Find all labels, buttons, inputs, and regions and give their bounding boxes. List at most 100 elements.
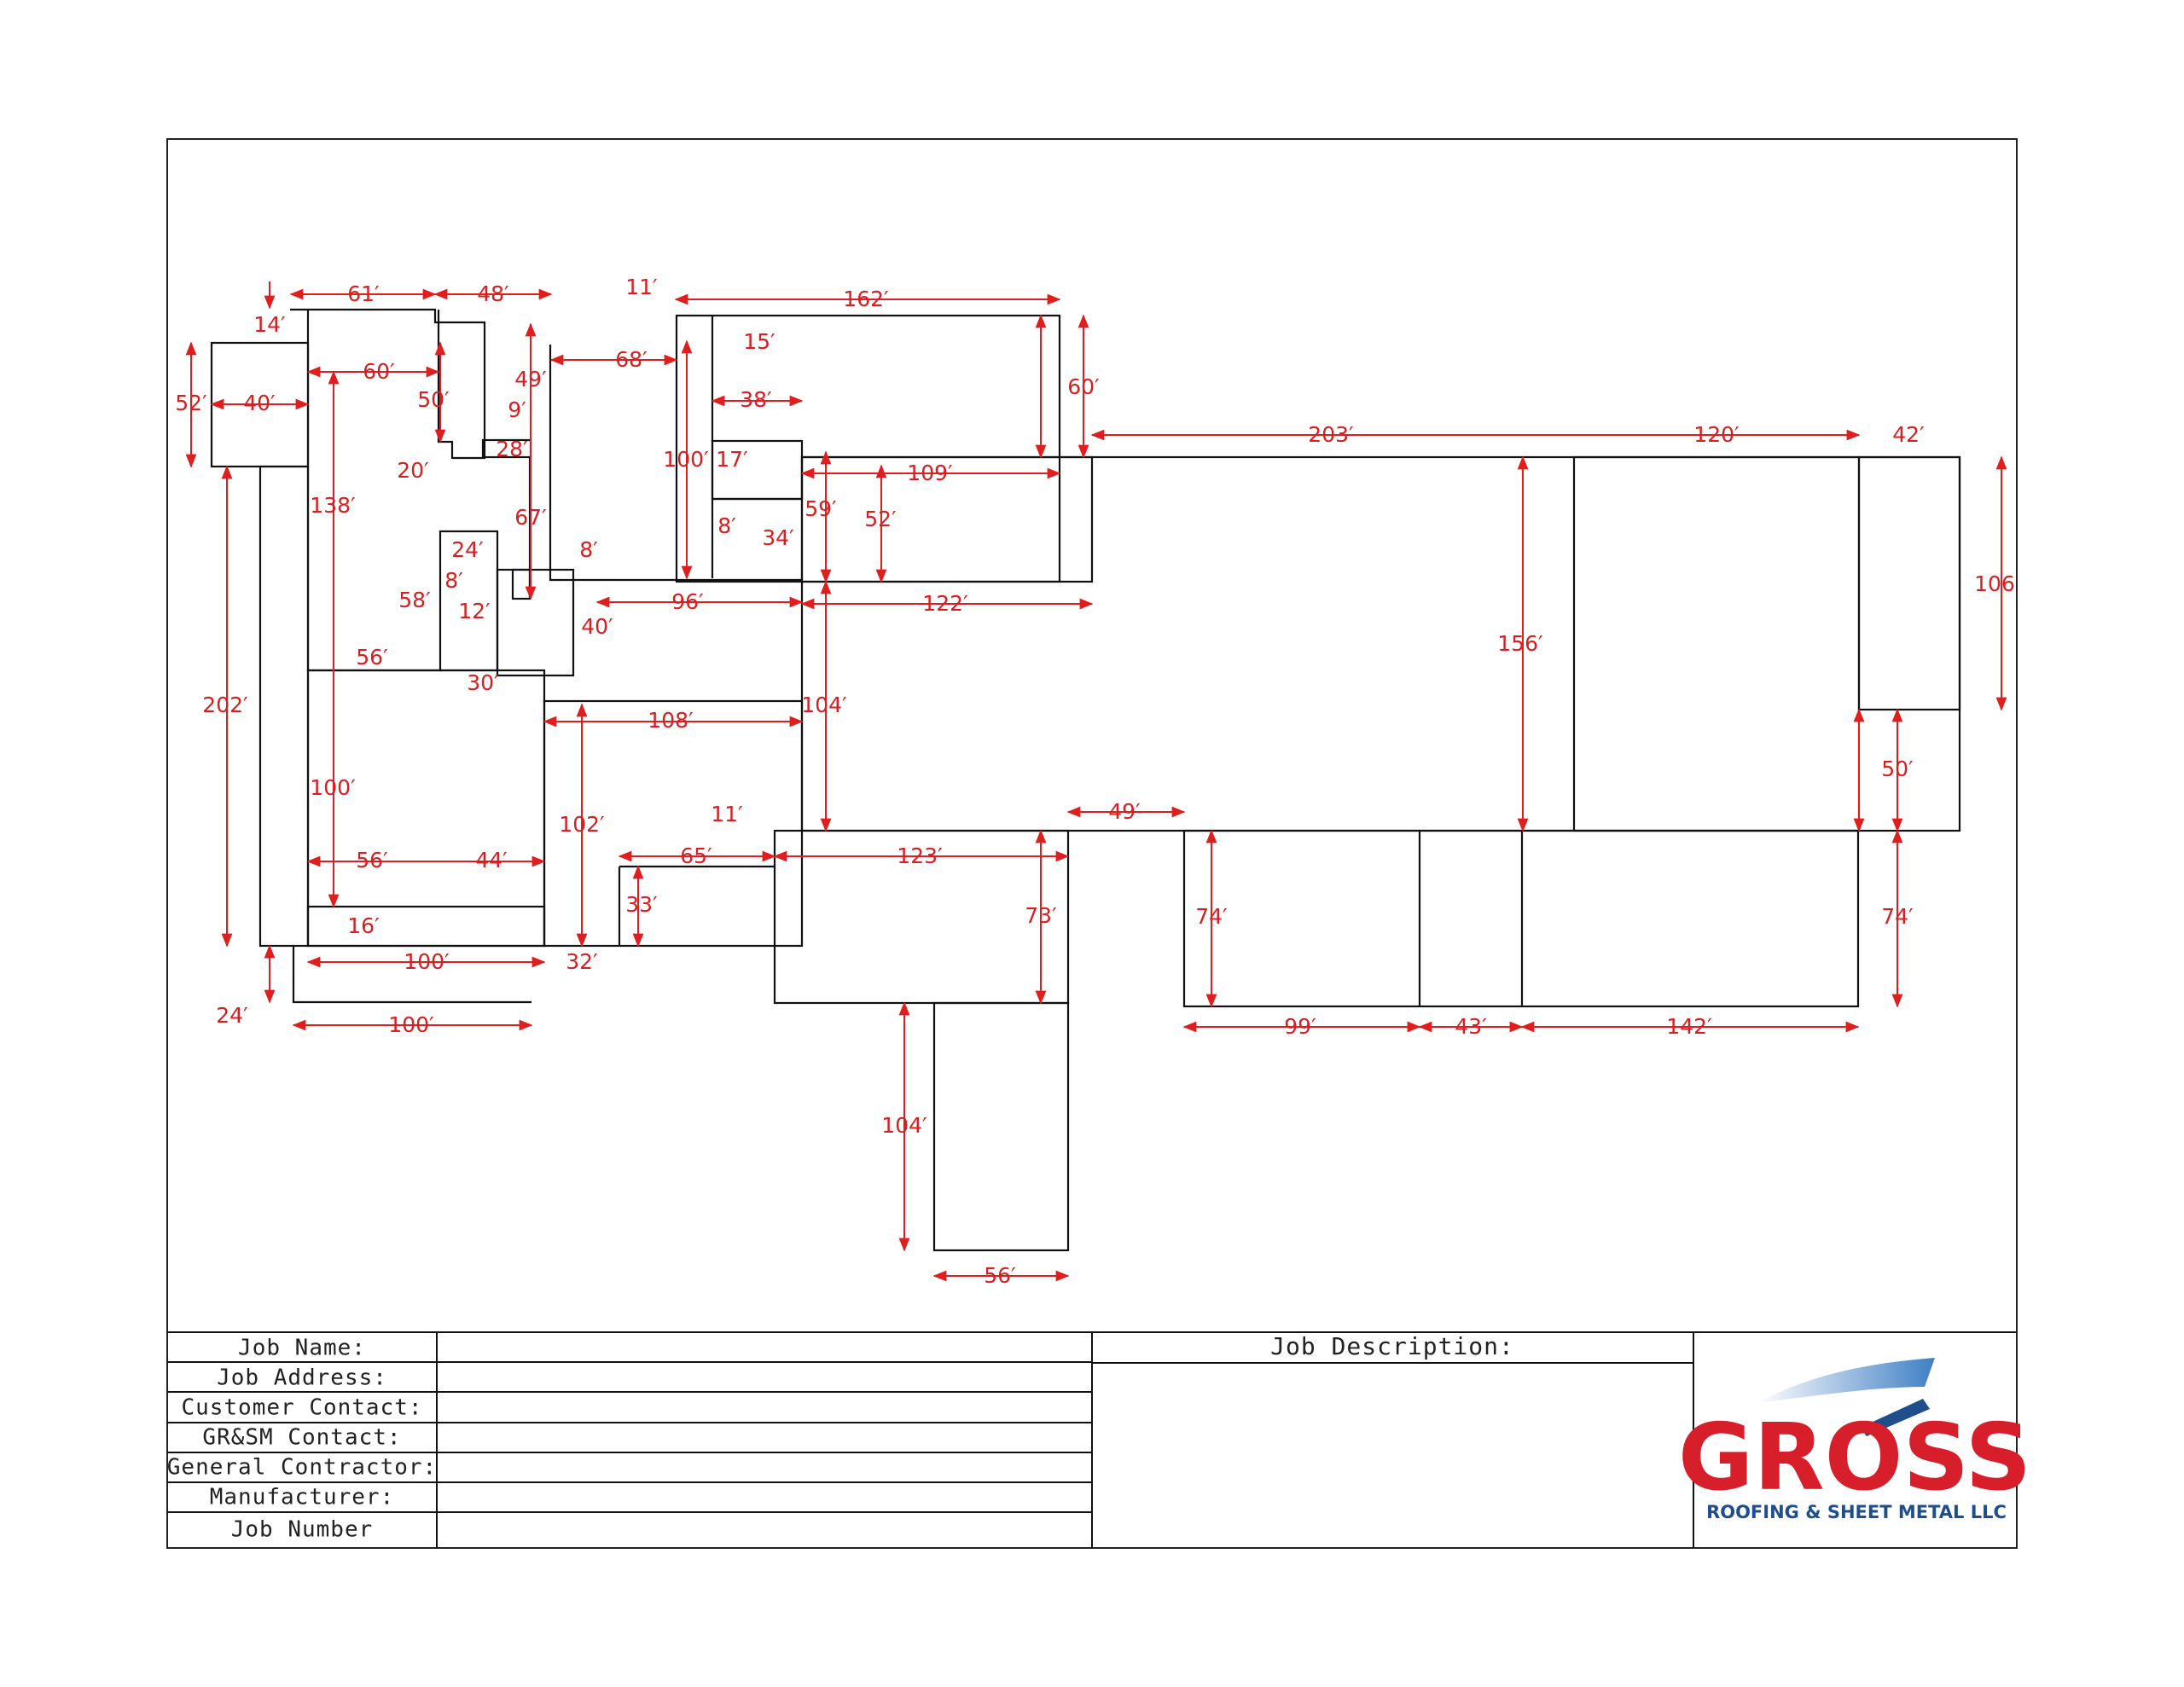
dim-label: 96′: [671, 589, 704, 614]
building-outline: [210, 308, 1961, 1252]
outline-block-h: [496, 568, 575, 677]
dim-label: 109′: [907, 461, 953, 485]
dim-label: 14′: [253, 312, 286, 337]
dim-label: 24′: [451, 537, 484, 562]
dim-label: 58′: [398, 588, 431, 612]
dim-label: 162′: [843, 287, 889, 311]
label-job-address: Job Address:: [217, 1365, 387, 1391]
dim-label: 65′: [680, 844, 712, 868]
dim-label: 8′: [579, 537, 598, 562]
dim-label: 74′: [1195, 904, 1228, 929]
outline-block-l: [549, 345, 802, 582]
dim-label: 32′: [566, 949, 598, 974]
dim-label: 48′: [477, 281, 509, 306]
outline-block-y: [1418, 831, 1524, 1006]
dim-label: 123′: [897, 844, 943, 868]
dim-label: 202′: [202, 693, 248, 717]
label-job-description: Job Description:: [1270, 1332, 1514, 1360]
outline-block-s: [1572, 455, 1861, 832]
dim-label: 49′: [514, 367, 547, 391]
dim-label: 104′: [881, 1113, 927, 1138]
dim-label: 203′: [1308, 422, 1354, 447]
dim-label: 100′: [310, 775, 356, 800]
label-grsm-contact: GR&SM Contact:: [202, 1425, 401, 1451]
dim-label: 33′: [625, 892, 658, 917]
outline-block-d: [306, 669, 546, 948]
outline-block-r: [800, 455, 1961, 832]
outline-block-z: [618, 865, 775, 946]
dim-label: 44′: [475, 848, 508, 872]
outline-block-i: [511, 568, 531, 600]
dim-label: 50′: [417, 387, 450, 412]
dim-label: 60′: [363, 359, 395, 384]
dim-label: 59′: [804, 496, 837, 521]
dim-label: 28′: [496, 437, 528, 461]
outline-block-u: [543, 699, 804, 948]
dim-label: 38′: [740, 387, 772, 412]
dim-label: 106: [1974, 571, 2015, 596]
dim-label: 61′: [347, 281, 380, 306]
dim-label: 9′: [508, 397, 526, 422]
label-customer-contact: Customer Contact:: [181, 1395, 422, 1421]
dim-label: 99′: [1284, 1014, 1316, 1039]
dim-label: 49′: [1108, 799, 1141, 824]
company-logo: GROSS ROOFING & SHEET METAL LLC: [1678, 1358, 2031, 1522]
dim-label: 52′: [175, 391, 207, 415]
label-general-contractor: General Contractor:: [167, 1455, 437, 1481]
dim-label: 11′: [625, 275, 658, 299]
dim-label: 108′: [648, 708, 694, 733]
label-job-number: Job Number: [231, 1517, 374, 1543]
dim-label: 15′: [743, 329, 775, 354]
dim-label: 100′: [404, 949, 450, 974]
dim-label: 20′: [397, 458, 429, 483]
dim-label: 40′: [243, 391, 276, 415]
dim-label: 122′: [922, 591, 968, 616]
dim-label: 56′: [356, 848, 388, 872]
outline-block-e: [306, 310, 442, 672]
dim-label: 60′: [1067, 374, 1100, 399]
dim-label: 56′: [356, 645, 388, 670]
dim-label: 74′: [1881, 904, 1914, 929]
dimension-labels: 61′ 48′ 11′ 162′ 14′ 60′ 15′ 68′ 49′ 60′…: [175, 275, 2015, 1288]
dim-label: 42′: [1892, 422, 1925, 447]
outline-block-b: [258, 465, 310, 948]
roof-chevron-icon: [1860, 1399, 1930, 1436]
dimension-lines: [185, 281, 2007, 1282]
outline-block-lower: [292, 946, 531, 1004]
dim-label: 8′: [717, 513, 736, 538]
outline-block-j: [306, 905, 546, 948]
dim-label: 16′: [347, 913, 380, 938]
dim-label: 8′: [444, 568, 463, 593]
dim-label: 68′: [615, 347, 648, 372]
dim-label: 73′: [1025, 903, 1057, 928]
dim-label: 52′: [864, 507, 897, 531]
dim-label: 43′: [1455, 1014, 1487, 1039]
dim-label: 142′: [1666, 1014, 1712, 1039]
dim-label: 156′: [1497, 631, 1543, 656]
dim-label: 30′: [467, 670, 499, 695]
title-block: Job Name: Job Address: Customer Contact:…: [167, 1331, 2017, 1548]
dim-label: 11′: [711, 802, 743, 826]
dim-label: 56′: [984, 1263, 1016, 1288]
dim-label: 120′: [1693, 422, 1740, 447]
outline-block-t: [1857, 455, 1961, 711]
outline-block-w: [932, 1001, 1070, 1252]
dim-label: 100′: [388, 1012, 434, 1037]
dim-label: 50′: [1881, 757, 1914, 781]
dim-label: 12′: [458, 599, 491, 623]
dim-label: 138′: [310, 493, 356, 518]
dim-label: 100′: [663, 447, 709, 472]
logo-tagline: ROOFING & SHEET METAL LLC: [1706, 1502, 2007, 1522]
label-manufacturer: Manufacturer:: [210, 1485, 395, 1510]
dim-label: 67′: [514, 505, 547, 530]
dim-label: 104′: [801, 693, 847, 717]
dim-label: 102′: [559, 812, 605, 837]
dim-label: 17′: [716, 447, 748, 472]
dim-label: 34′: [762, 525, 794, 550]
dim-label: 40′: [581, 614, 613, 639]
logo-wordmark: GROSS: [1678, 1405, 2031, 1511]
roof-swoosh-icon: [1757, 1358, 1935, 1403]
label-job-name: Job Name:: [238, 1336, 366, 1361]
outline-block-c: [290, 308, 486, 460]
